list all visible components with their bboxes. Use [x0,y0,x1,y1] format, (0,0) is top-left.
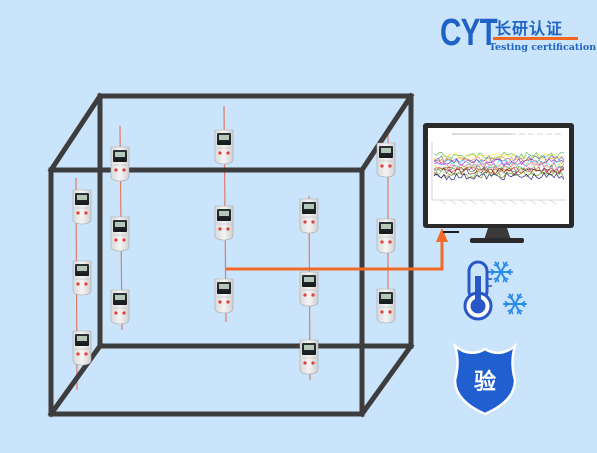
data-logger-icon [110,216,130,252]
shield-label: 验 [474,369,496,395]
chamber-front-frame [47,92,415,418]
chamber-back-frame [97,93,414,349]
connection-arrow [226,228,448,271]
monitor-icon [423,123,574,243]
snowflake-icon [503,293,527,315]
logo-english: Testing certification [489,42,597,53]
data-logger-icon [214,278,234,314]
data-logger-icon [72,330,92,366]
snowflake-icon [489,261,513,283]
data-logger-icon [376,288,396,324]
data-logger-icon [376,142,396,178]
data-logger-icon [72,260,92,296]
data-logger-icon [214,129,234,165]
logo-letters: CYT [440,12,498,54]
data-logger-icon [72,189,92,225]
data-logger-icon [299,339,319,375]
data-logger-icon [214,205,234,241]
data-logger-icon [299,271,319,307]
shield-icon: 验 [452,342,518,416]
monitor-chart [431,133,566,205]
data-logger-icon [299,198,319,234]
logo-chinese: 长研认证 [495,19,564,38]
data-logger-icon [376,218,396,254]
data-logger-icon [110,289,130,325]
data-loggers [72,129,396,375]
thermometer-icon [463,260,493,321]
logo-underline [493,37,578,40]
data-logger-icon [110,146,130,182]
